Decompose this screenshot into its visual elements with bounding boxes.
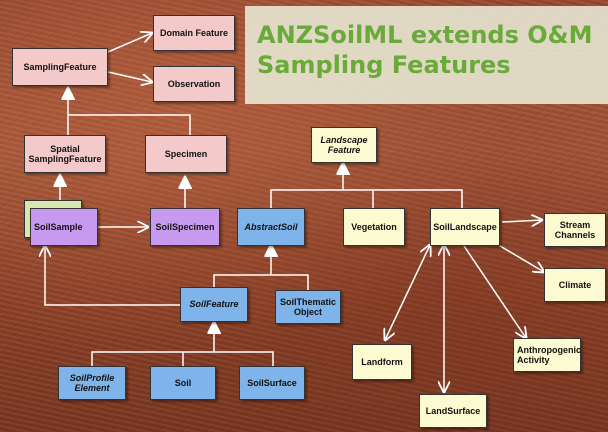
edge-sampling-to-observation	[107, 71, 152, 82]
node-landscape-feature: Landscape Feature	[311, 127, 377, 163]
node-specimen: Specimen	[145, 135, 227, 173]
edge-landscape-tree	[270, 189, 463, 208]
edge-sampling-to-domain	[107, 33, 152, 53]
node-anthropogenic-activity: Anthropogenic Activity	[513, 338, 581, 372]
node-sampling-feature: SamplingFeature	[12, 48, 108, 86]
node-stream-channels: Stream Channels	[544, 213, 606, 247]
title-line-1: ANZSoilML extends O&M	[257, 21, 593, 49]
title-banner: ANZSoilML extends O&M Sampling Features	[245, 6, 608, 104]
edge-soilfeature-to-soilsample	[45, 246, 180, 306]
node-soil-specimen: SoilSpecimen	[150, 208, 220, 246]
node-soil: Soil	[150, 366, 216, 400]
node-abstract-soil: AbstractSoil	[237, 208, 305, 246]
node-spatial-sampling-feature: Spatial SamplingFeature	[24, 135, 106, 173]
edge-generalization-sampling	[67, 114, 191, 145]
node-soil-surface: SoilSurface	[239, 366, 305, 400]
title-line-2: Sampling Features	[257, 51, 511, 79]
edge-abstractsoil-tree	[213, 274, 309, 290]
edge-soillandscape-to-anthropogenic	[461, 242, 526, 338]
node-climate: Climate	[544, 268, 606, 302]
node-soil-thematic-object: SoilThematic Object	[275, 290, 341, 324]
edge-soillandscape-to-landform	[385, 245, 430, 340]
edge-soillandscape-to-stream	[501, 220, 542, 222]
node-soil-feature: SoilFeature	[180, 287, 248, 322]
node-vegetation: Vegetation	[343, 208, 405, 246]
node-land-surface: LandSurface	[419, 394, 487, 428]
node-soil-landscape: SoilLandscape	[430, 208, 500, 246]
node-landform: Landform	[352, 344, 412, 380]
node-soil-sample: SoilSample	[30, 208, 98, 246]
node-domain-feature: Domain Feature	[153, 15, 235, 51]
node-soil-profile-element: SoilProfile Element	[58, 366, 126, 400]
node-observation: Observation	[153, 66, 235, 102]
